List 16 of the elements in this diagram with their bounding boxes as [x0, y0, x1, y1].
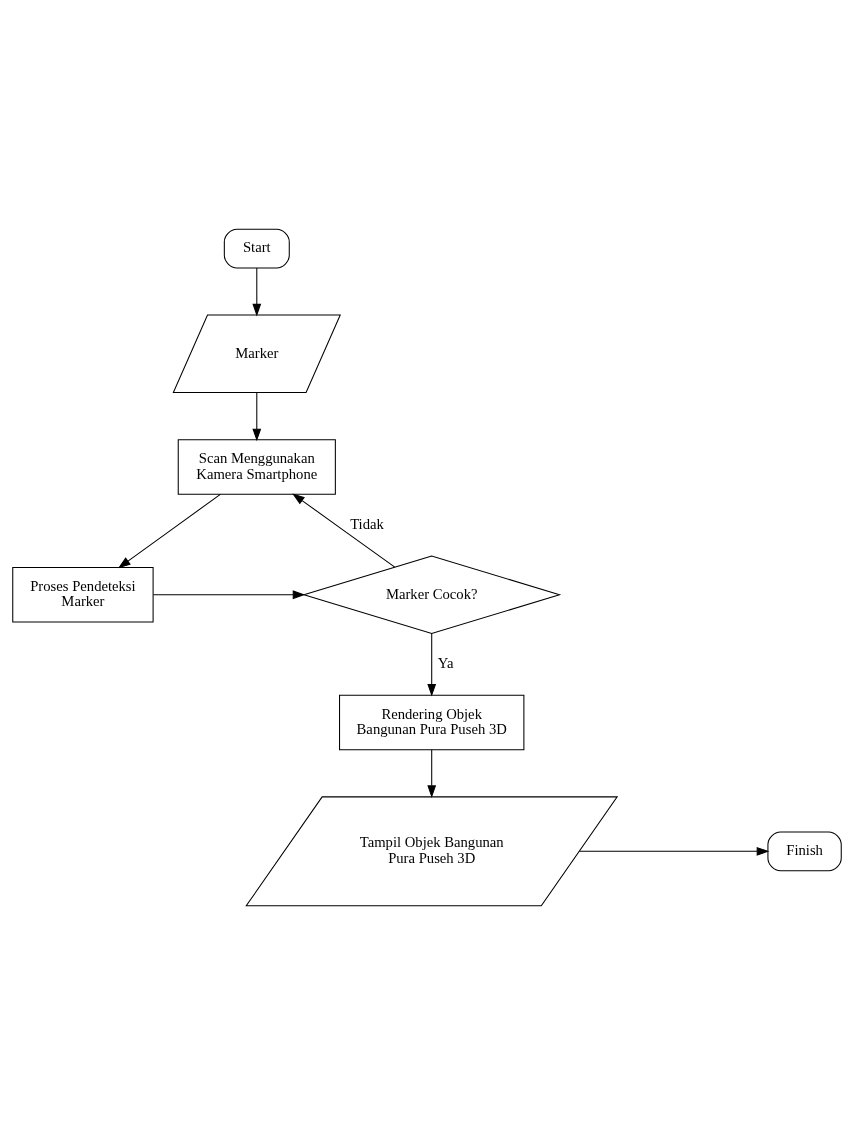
- arrow: [252, 267, 262, 316]
- arrow: [292, 492, 396, 568]
- arrow: [152, 589, 306, 599]
- arrow: [252, 391, 262, 441]
- node-box: Proses Pendeteksi Marker: [12, 566, 154, 622]
- node-box: Finish: [767, 830, 842, 871]
- edge-label: Tidak: [350, 515, 384, 532]
- node-box: Start: [223, 228, 290, 268]
- arrow: [427, 632, 437, 697]
- edge-label: Ya: [437, 654, 454, 671]
- node-box: Scan Menggunakan Kamera Smartphone: [177, 438, 336, 495]
- arrow: [118, 493, 221, 568]
- node-diamond: Marker Cocok?: [302, 554, 562, 634]
- node-box: Rendering Objek Bangunan Pura Puseh 3D: [339, 694, 525, 750]
- arrow: [427, 748, 437, 798]
- arrow: [579, 846, 770, 856]
